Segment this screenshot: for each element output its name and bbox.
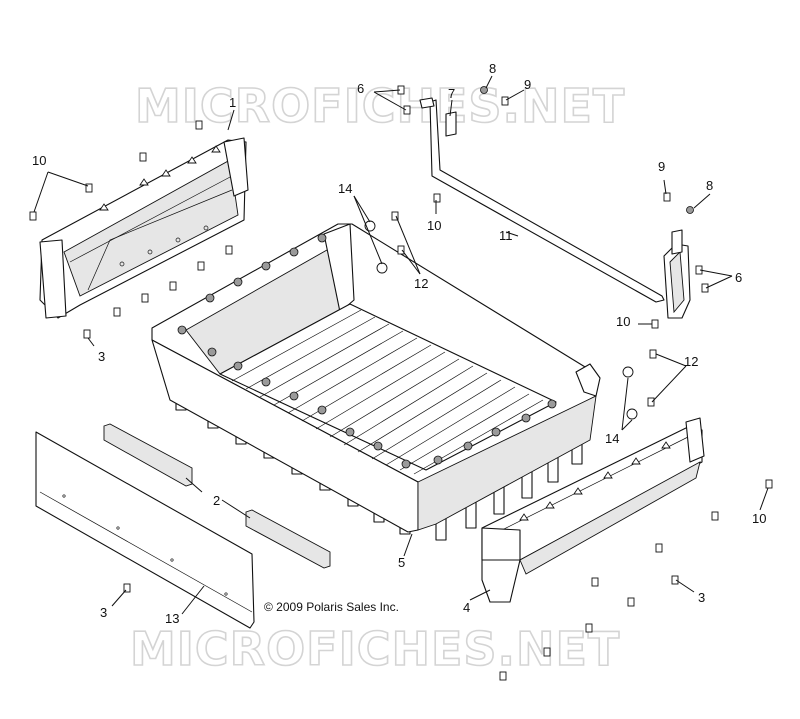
tailgate-panel-part-13 — [35, 431, 255, 629]
callout-11: 11 — [499, 228, 513, 243]
callout-12-upper: 12 — [414, 276, 428, 291]
rear-rail-part-11 — [419, 97, 691, 319]
callout-10-far-right: 10 — [752, 511, 766, 526]
cargo-box-part-5 — [151, 223, 601, 541]
hardware-fasteners — [29, 85, 773, 681]
callout-numbers: 1 2 3 3 3 4 5 6 6 7 8 8 9 9 10 10 10 10 … — [32, 61, 766, 626]
callout-3-left: 3 — [98, 349, 105, 364]
callout-13: 13 — [165, 611, 179, 626]
callout-9-right: 9 — [658, 159, 665, 174]
leader-lines — [33, 75, 769, 615]
callout-14-lower: 14 — [605, 431, 619, 446]
callout-8-right: 8 — [706, 178, 713, 193]
callout-8-top: 8 — [489, 61, 496, 76]
rear-panel-part-4 — [481, 417, 705, 603]
callout-6-top: 6 — [357, 81, 364, 96]
callout-3-bottom: 3 — [100, 605, 107, 620]
callout-14-upper: 14 — [338, 181, 352, 196]
callout-10-center: 10 — [427, 218, 441, 233]
watermark-top: MICROFICHES.NET — [135, 79, 625, 133]
callout-7: 7 — [448, 86, 455, 101]
callout-6-right: 6 — [735, 270, 742, 285]
callout-10-left: 10 — [32, 153, 46, 168]
callout-2: 2 — [213, 493, 220, 508]
callout-10-right: 10 — [616, 314, 630, 329]
callout-12-lower: 12 — [684, 354, 698, 369]
callout-5: 5 — [398, 555, 405, 570]
watermark-bottom: MICROFICHES.NET — [130, 622, 620, 676]
callout-9-top: 9 — [524, 77, 531, 92]
callout-3-right: 3 — [698, 590, 705, 605]
front-panel-part-1 — [39, 137, 249, 319]
callout-4: 4 — [463, 600, 470, 615]
callout-1: 1 — [229, 95, 236, 110]
copyright-notice: © 2009 Polaris Sales Inc. — [264, 600, 399, 614]
spacer-pads-part-2 — [103, 423, 331, 569]
